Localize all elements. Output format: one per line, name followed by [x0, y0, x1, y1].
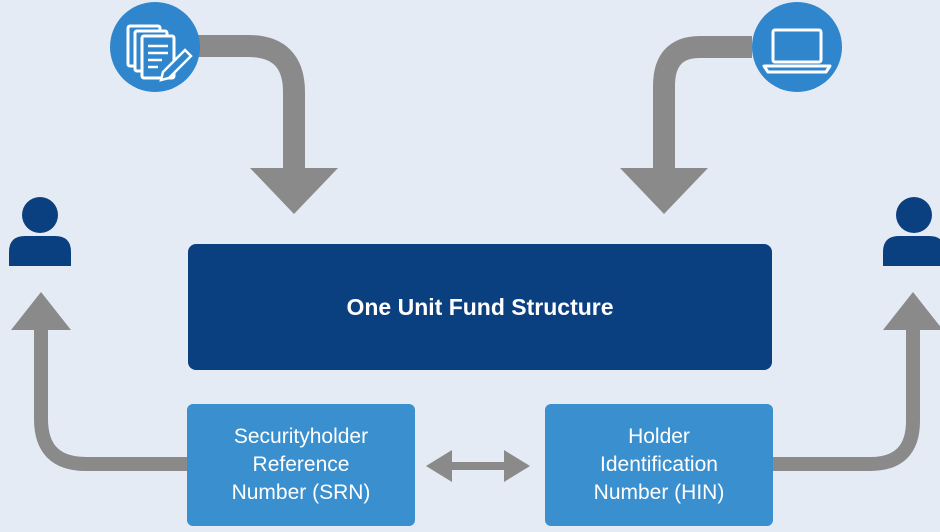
srn-label-line: Reference	[252, 453, 350, 476]
laptop-icon	[752, 2, 842, 92]
arrow-laptop-to-fund	[620, 36, 752, 214]
hin-box: Holder Identification Number (HIN)	[545, 404, 773, 526]
double-arrow-srn-hin	[426, 450, 530, 482]
arrow-srn-to-investor	[11, 292, 188, 471]
documents-edit-icon	[110, 2, 200, 92]
hin-label-line: Identification	[600, 453, 718, 476]
person-icon	[9, 197, 71, 266]
arrow-hin-to-investor	[772, 292, 940, 471]
srn-label-line: Number (SRN)	[231, 481, 371, 504]
hin-label-line: Holder	[628, 425, 690, 448]
person-icon	[883, 197, 940, 266]
srn-box: Securityholder Reference Number (SRN)	[187, 404, 415, 526]
hin-label-line: Number (HIN)	[593, 481, 725, 504]
fund-structure-box: One Unit Fund Structure	[188, 244, 772, 370]
arrow-docs-to-fund	[196, 35, 338, 214]
fund-structure-label: One Unit Fund Structure	[346, 293, 614, 320]
srn-label-line: Securityholder	[233, 425, 369, 448]
